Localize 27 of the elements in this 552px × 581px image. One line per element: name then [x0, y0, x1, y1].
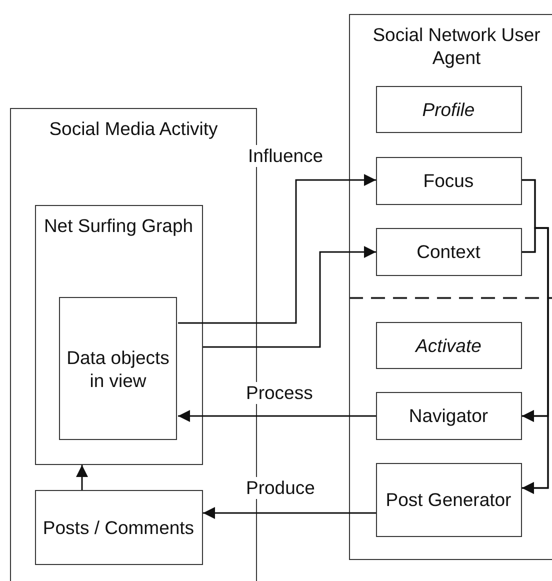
box-label: Posts / Comments	[42, 516, 194, 538]
group-title: Net Surfing Graph	[42, 214, 194, 236]
arrow	[203, 507, 376, 519]
box-label: Navigator	[408, 404, 488, 427]
box-label: Post Generator	[386, 488, 512, 511]
process-box	[376, 86, 522, 132]
box-label: Focus	[423, 169, 474, 192]
box-label: Activate	[416, 334, 482, 356]
process-box	[376, 228, 522, 276]
process-box	[376, 462, 522, 536]
box-label: Context	[416, 240, 480, 263]
process-box	[376, 392, 522, 440]
group-box	[34, 204, 202, 464]
arrow	[76, 465, 88, 490]
arrow	[178, 410, 376, 422]
box-label: Data objects in view	[66, 346, 170, 392]
process-box	[34, 490, 202, 564]
arrow	[178, 174, 376, 324]
box-label: Profile	[422, 98, 475, 120]
process-box	[376, 322, 522, 368]
arrow	[203, 246, 376, 348]
arrow	[522, 227, 549, 494]
process-box	[59, 297, 177, 440]
group-title: Social Media Activity	[48, 117, 219, 140]
process-box	[376, 156, 522, 204]
group-box	[349, 14, 552, 560]
group-title: Social Network User Agent	[372, 23, 542, 69]
